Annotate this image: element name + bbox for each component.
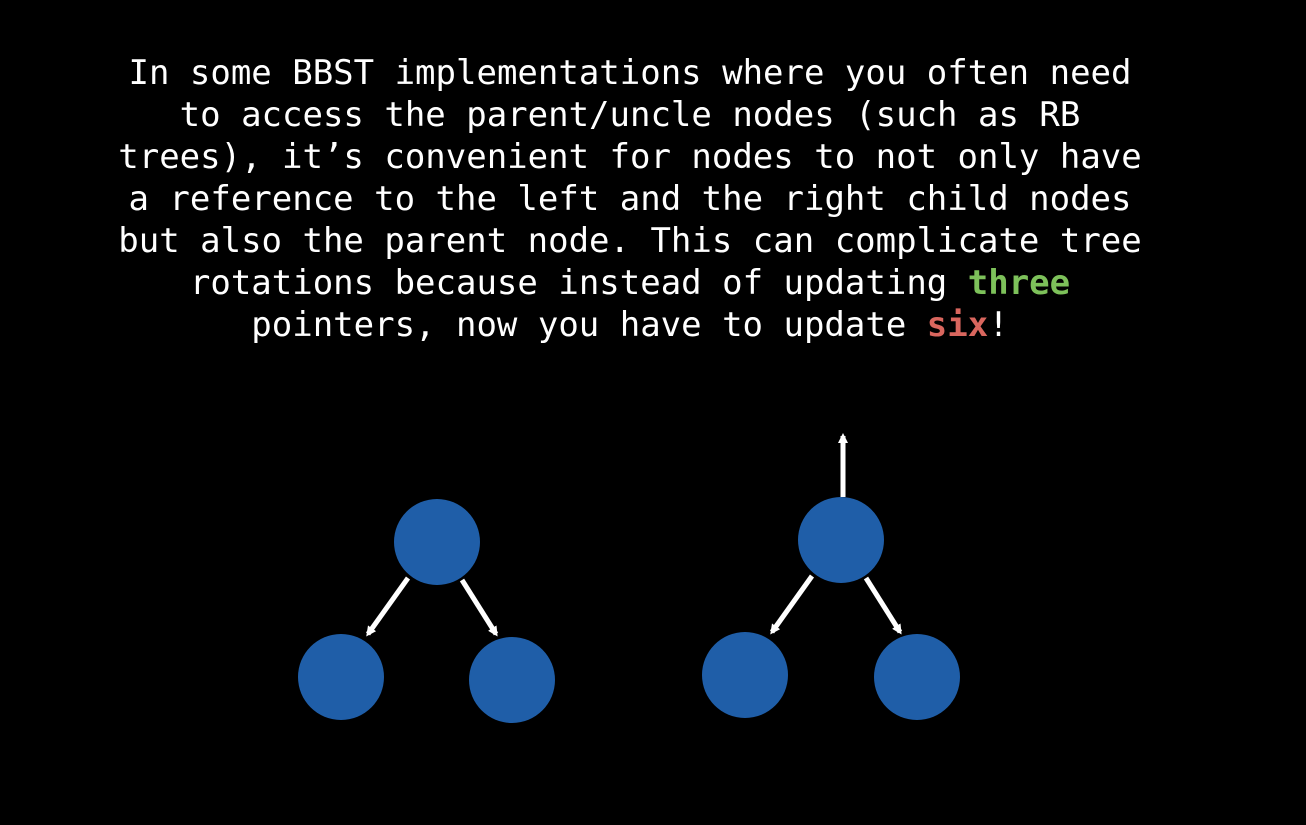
left-tree-edge-right-child [459,578,499,637]
caption-line-7-end: ! [988,305,1009,345]
caption-line-6-text: rotations because instead of updating [189,263,968,303]
right-tree-edge-right-child [863,576,903,635]
highlight-six: six [926,305,989,345]
left-tree [298,499,555,723]
right-tree-left-child-node [702,632,788,718]
right-tree [702,433,960,720]
right-tree-right-child-node [874,634,960,720]
right-tree-edge-left-child [769,574,815,635]
right-tree-parent-node [798,497,884,583]
caption-line-1: In some BBST implementations where you o… [128,53,1132,93]
caption-text: In some BBST implementations where you o… [60,52,1200,346]
caption-line-3: trees), it’s convenient for nodes to not… [118,137,1142,177]
left-tree-left-child-node [298,634,384,720]
caption-line-7: pointers, now you have to update six! [60,304,1200,346]
caption-line-4: a reference to the left and the right ch… [128,179,1132,219]
caption-line-5: but also the parent node. This can compl… [118,221,1142,261]
left-tree-parent-node [394,499,480,585]
caption-line-7-text: pointers, now you have to update [251,305,927,345]
left-tree-right-child-node [469,637,555,723]
highlight-three: three [967,263,1071,303]
caption-line-2: to access the parent/uncle nodes (such a… [179,95,1081,135]
left-tree-edge-left-child [365,576,411,637]
caption-line-6: rotations because instead of updating th… [60,262,1200,304]
